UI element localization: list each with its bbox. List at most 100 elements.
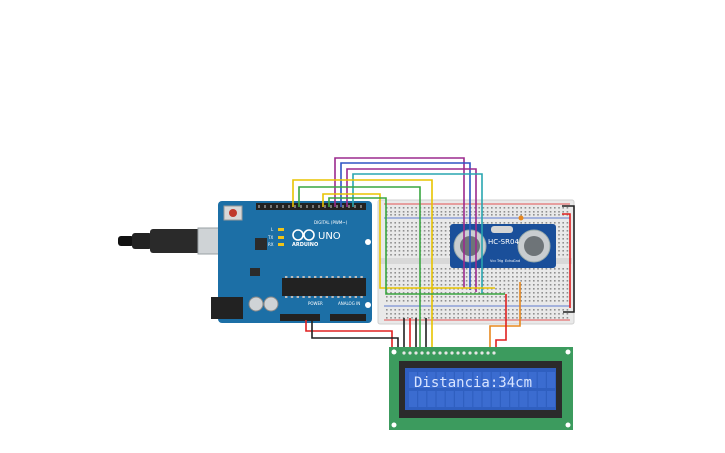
breadboard-hole [407, 214, 409, 216]
breadboard-hole [461, 292, 464, 294]
breadboard-hole [482, 317, 485, 319]
lcd-cell [547, 391, 555, 407]
breadboard-hole [554, 211, 556, 213]
wire-green[interactable] [298, 186, 421, 350]
breadboard-hole [507, 309, 510, 311]
lcd-cell [510, 391, 519, 407]
breadboard-hole [407, 242, 409, 244]
breadboard-hole [566, 317, 569, 319]
analog-header [330, 314, 366, 321]
chip-pin [325, 276, 328, 278]
breadboard-hole [528, 276, 531, 278]
wire-blue[interactable] [340, 162, 471, 290]
breadboard-hole [465, 272, 468, 274]
wire-black-gnd[interactable] [311, 320, 399, 350]
breadboard-hole [524, 280, 527, 282]
breadboard-hole [491, 296, 493, 298]
breadboard-hole [444, 272, 447, 274]
breadboard-hole [457, 268, 459, 270]
breadboard-hole [423, 313, 426, 315]
breadboard-hole [461, 296, 464, 298]
breadboard-hole [495, 300, 497, 302]
breadboard-hole [428, 234, 430, 236]
breadboard-hole [398, 226, 401, 228]
breadboard-hole [566, 246, 569, 248]
breadboard-hole [449, 313, 451, 315]
breadboard-hole [453, 276, 455, 278]
wire-black-rail[interactable] [562, 205, 575, 313]
breadboard-hole [470, 292, 472, 294]
breadboard-hole [545, 280, 548, 282]
breadboard-hole [394, 268, 396, 270]
wire-purple-2[interactable] [346, 168, 477, 292]
breadboard-hole [516, 313, 518, 315]
breadboard-hole [512, 284, 514, 286]
breadboard-hole [432, 226, 434, 228]
breadboard-hole [537, 284, 539, 286]
arduino-board[interactable]: DIGITAL (PWM~) UNO ARDUINO L TX RX POWER… [211, 201, 372, 323]
breadboard-hole [499, 272, 501, 274]
wire-red-rail[interactable] [562, 213, 571, 308]
wire-green-2[interactable] [328, 197, 505, 295]
breadboard-hole [549, 296, 552, 298]
wire-red-lcd[interactable] [495, 294, 507, 350]
wires[interactable] [292, 157, 575, 350]
breadboard-hole [470, 300, 472, 302]
breadboard-hole [520, 207, 522, 209]
breadboard-hole [457, 207, 459, 209]
wire-orange[interactable] [489, 282, 521, 350]
breadboard-hole [394, 317, 396, 319]
breadboard-hole [423, 292, 426, 294]
breadboard-hole [503, 222, 506, 224]
breadboard-hole [457, 309, 459, 311]
lcd-module[interactable]: Distancia:34cm [389, 347, 573, 430]
breadboard-hole [541, 276, 543, 278]
brand-label: ARDUINO [292, 242, 318, 248]
breadboard-hole [495, 211, 497, 213]
breadboard-hole [541, 222, 543, 224]
breadboard-hole [449, 254, 451, 256]
wire-purple[interactable] [334, 157, 465, 288]
breadboard-hole [436, 276, 438, 278]
breadboard-hole [449, 300, 451, 302]
digital-pin [318, 205, 320, 208]
breadboard-hole [533, 296, 535, 298]
breadboard-hole [423, 211, 426, 213]
power-header [280, 314, 320, 321]
breadboard-hole [503, 296, 506, 298]
sensor-pin-marker [518, 215, 524, 221]
lcd-cell [427, 372, 436, 388]
breadboard-hole [449, 272, 451, 274]
breadboard-hole [432, 230, 434, 232]
breadboard-hole [495, 292, 497, 294]
breadboard-hole [436, 230, 438, 232]
breadboard-hole [554, 214, 556, 216]
breadboard-hole [533, 313, 535, 315]
wire-yellow[interactable] [292, 179, 433, 350]
wire-teal[interactable] [352, 173, 483, 294]
breadboard-hole [558, 214, 560, 216]
breadboard-hole [549, 207, 552, 209]
breadboard-hole [407, 226, 409, 228]
breadboard-hole [444, 280, 447, 282]
breadboard-hole [491, 214, 493, 216]
usb-cable[interactable] [118, 227, 227, 255]
breadboard-hole [411, 300, 413, 302]
breadboard-hole [411, 246, 413, 248]
lcd-cell [501, 391, 509, 407]
breadboard-hole [440, 280, 443, 282]
wire-red-5v[interactable] [305, 320, 393, 350]
wire-yellow-2[interactable] [322, 193, 495, 289]
breadboard-hole [549, 268, 552, 270]
breadboard-hole [440, 211, 443, 213]
breadboard-hole [528, 207, 531, 209]
lcd-pin [420, 351, 424, 355]
chip-pin [348, 276, 352, 278]
breadboard-hole [444, 211, 447, 213]
breadboard-hole [474, 313, 476, 315]
breadboard-hole [474, 280, 476, 282]
breadboard-hole [528, 222, 531, 224]
breadboard-hole [407, 254, 409, 256]
breadboard-hole [428, 300, 430, 302]
